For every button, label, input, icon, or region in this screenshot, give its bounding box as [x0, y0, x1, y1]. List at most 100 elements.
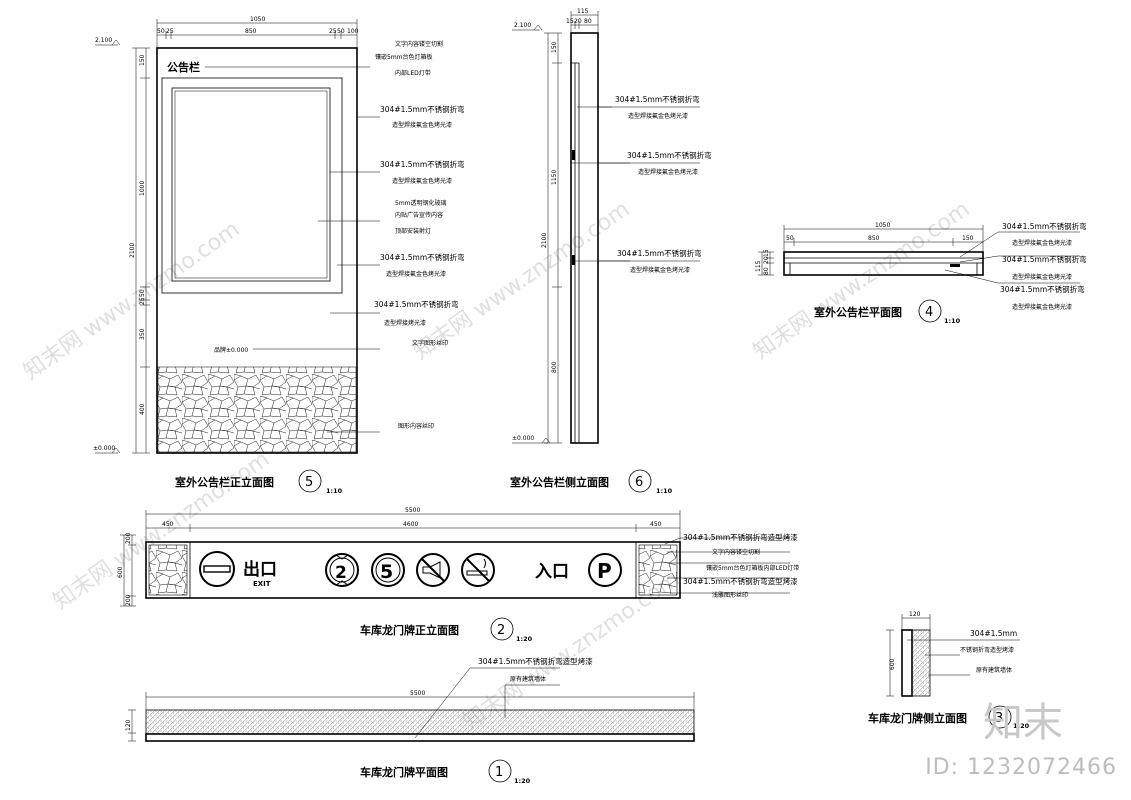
callout-label: 造型焊接氟金色烤光漆 [630, 266, 690, 274]
dim-label: 15 [763, 249, 770, 257]
callout-label: 镶嵌5mm台色灯箱板 [375, 53, 433, 61]
callout-label: 304#1.5mm [970, 629, 1017, 638]
callout-label: 造型焊接氟金色烤光漆 [1012, 303, 1072, 311]
callout-label: 内贴广告宣传内容 [395, 211, 443, 219]
callout-label: 304#1.5mm不锈钢折弯 [374, 299, 459, 309]
dim-label: 5500 [405, 507, 420, 514]
view-scale: 1:10 [944, 317, 961, 325]
callout-label: 图形内容丝印 [398, 422, 434, 430]
dim-label: 115 [577, 8, 589, 15]
side-profile-outline [570, 32, 599, 444]
dim-label: 350 [139, 328, 146, 340]
callout-label: 304#1.5mm不锈钢折弯造型烤漆 [683, 532, 798, 542]
dim-label: 400 [139, 403, 146, 415]
view-number: 4 [925, 305, 933, 320]
view-scale: 1:20 [1013, 722, 1030, 730]
exit-label-en: EXIT [253, 580, 271, 588]
watermark-id: ID: 1232072466 [925, 755, 1117, 780]
stone-pattern-base [157, 366, 357, 453]
callout-label: 顶部安装射灯 [395, 227, 431, 235]
callout-label: 浅雕图形丝印 [712, 591, 748, 599]
dim-label: 200 [125, 532, 132, 544]
view-scale: 1:20 [514, 777, 531, 785]
glass-panel [171, 87, 331, 282]
dim-label: 50 [337, 28, 345, 35]
callout-label: 304#1.5mm不锈钢折弯 [380, 252, 465, 262]
callout-group: 文字内容镂空切割 镶嵌5mm台色灯箱板 内部LED灯带 304#1.5mm不锈钢… [374, 40, 465, 430]
garage-sign-side-view: 120 600 304#1.5mm 不锈钢折弯造型烤漆 原有建筑墙体 车库龙门牌… [868, 611, 1030, 730]
no-smoking-icon [461, 553, 495, 587]
garage-sign-plan-view: 5500 120 304#1.5mm不锈钢折弯造型烤漆 原有建筑墙体 车库龙门牌… [125, 656, 695, 785]
view-number: 5 [305, 475, 313, 490]
callout-label: 造型焊接氟金色烤光漆 [392, 177, 452, 185]
entry-label-cn: 入口 [535, 562, 569, 582]
elevation-top-label: 2.100 [95, 37, 112, 44]
view-title: 车库龙门牌平面图 [360, 765, 448, 779]
dim-label: 600 [889, 658, 896, 670]
dim-label: 200 [125, 594, 132, 606]
dim-label: 25 [329, 28, 337, 35]
view-number: 6 [635, 475, 643, 490]
dim-label: 450 [650, 521, 662, 528]
dim-label: 150 [551, 41, 558, 53]
callout-label: 不锈钢折弯造型烤漆 [960, 646, 1014, 654]
elevation-top-label: 2.100 [514, 22, 531, 29]
callout-label: 造型焊接氟金色烤光漆 [628, 112, 688, 120]
callout-group: 304#1.5mm不锈钢折弯造型烤漆 原有建筑墙体 [478, 656, 593, 683]
view-title: 车库龙门牌侧立面图 [868, 711, 967, 725]
sign-section [901, 629, 913, 697]
callout-label: 造型焊接氟金色烤光漆 [386, 270, 446, 278]
speed-limit-number: 5 [380, 561, 393, 583]
callout-label: 造型焊接氟金色烤光漆 [392, 121, 452, 129]
elevation-bottom-label: ±0.000 [93, 445, 115, 452]
dim-label: 50 [786, 235, 794, 242]
dim-label: 20 [574, 18, 582, 25]
board-outline [156, 47, 358, 454]
callout-label: 304#1.5mm不锈钢折弯造型烤漆 [683, 576, 798, 586]
view-scale: 1:20 [516, 635, 533, 643]
dim-label: 120 [909, 611, 921, 618]
view-number: 3 [995, 711, 1003, 726]
plan-view: 1050 50 850 150 115 15 20 80 304#1.5mm不锈… [755, 221, 1087, 325]
dim-label: 1000 [139, 181, 146, 196]
stone-pattern-left [148, 544, 188, 596]
view-number: 2 [497, 623, 505, 638]
view-scale: 1:10 [326, 487, 343, 495]
view-title: 车库龙门牌正立面图 [360, 623, 459, 637]
callout-label: 造型焊接烤光漆 [384, 319, 426, 327]
dim-label: 2100 [129, 243, 136, 258]
view-number-circle [298, 469, 322, 493]
dim-label: 50 [157, 28, 165, 35]
callout-label: 304#1.5mm不锈钢折弯 [615, 94, 700, 104]
watermark-text: 知末网 www.znzmo.com [19, 217, 244, 385]
dim-label: 1150 [551, 170, 558, 185]
front-elevation-view: 2.100 ±0.000 1050 50 25 850 25 50 100 15… [93, 16, 465, 495]
dim-label: 600 [117, 566, 124, 578]
view-number-circle [490, 617, 514, 641]
wall-hatch [145, 709, 695, 735]
height-limit-icon [325, 553, 359, 587]
dim-label: 80 [763, 267, 770, 275]
dim-label: 850 [245, 28, 257, 35]
view-number-circle [628, 469, 652, 493]
watermark-text: 知末网 www.znzmo.com [749, 197, 974, 365]
view-title: 室外公告栏平面图 [814, 305, 902, 319]
parking-letter: P [597, 559, 612, 583]
callout-label: 镶嵌5mm台色灯箱板内部LED灯带 [706, 564, 799, 572]
callout-label: 304#1.5mm不锈钢折弯 [617, 248, 702, 258]
callout-label: 内部LED灯带 [395, 69, 431, 77]
callout-label: 304#1.5mm不锈钢折弯 [1002, 254, 1087, 264]
height-limit-number: 2 [335, 563, 347, 583]
callout-label: 文字内容镂空切割 [712, 548, 760, 556]
parking-icon [588, 553, 622, 587]
dim-label: 50 [139, 289, 146, 297]
dim-label: 1050 [250, 16, 265, 23]
stone-pattern-right [638, 544, 678, 596]
callout-label: 造型焊接氟金色烤光漆 [1012, 239, 1072, 247]
dim-label: 150 [139, 54, 146, 66]
view-title: 室外公告栏正立面图 [175, 475, 274, 489]
callout-label: 304#1.5mm不锈钢折弯 [1002, 221, 1087, 231]
callout-label: 304#1.5mm不锈钢折弯 [1000, 284, 1085, 294]
callout-label: 文字图形丝印 [412, 339, 448, 347]
